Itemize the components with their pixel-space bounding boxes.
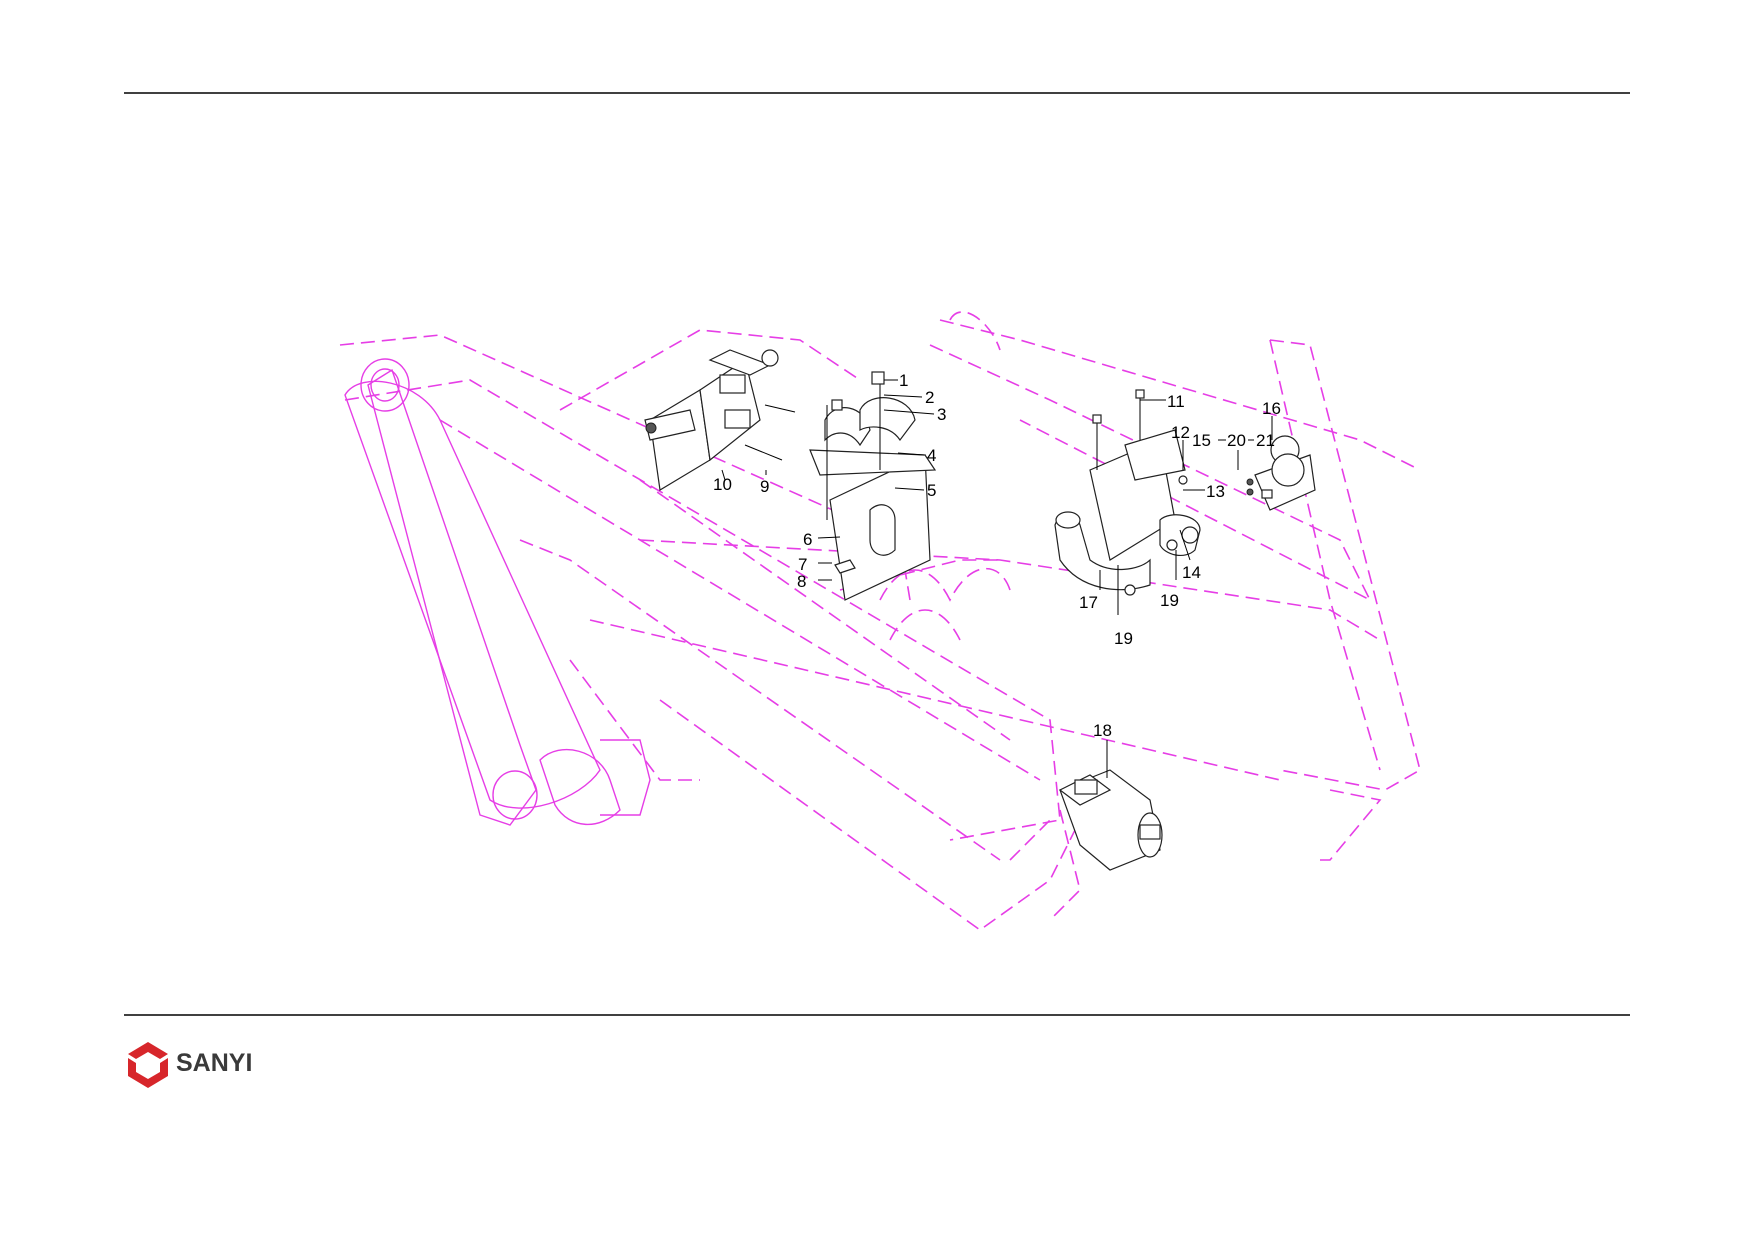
priority-valve-accumulator (1246, 435, 1316, 511)
callout-14: 14 (1182, 563, 1201, 582)
callout-18: 18 (1093, 721, 1112, 740)
callout-9: 9 (760, 477, 769, 496)
callout-20: 20 (1227, 431, 1246, 450)
callout-3: 3 (937, 405, 946, 424)
callout-5: 5 (927, 481, 936, 500)
brand-name: SANYI (176, 1049, 252, 1077)
valve-mounting-bracket (809, 371, 937, 601)
callout-10: 10 (713, 475, 732, 494)
callout-11: 11 (1167, 392, 1185, 411)
callout-21: 21 (1256, 431, 1275, 450)
callout-4: 4 (927, 446, 936, 465)
callout-13: 13 (1206, 482, 1225, 501)
machine-frame-outline (339, 311, 1421, 931)
callout-19-right: 19 (1160, 591, 1179, 610)
callout-7: 7 (798, 555, 807, 574)
callout-15: 15 (1192, 431, 1211, 450)
control-valve-block (644, 349, 796, 491)
callout-2: 2 (925, 388, 934, 407)
callout-19-bottom: 19 (1114, 629, 1133, 648)
callout-8: 8 (797, 572, 806, 591)
callout-1: 1 (899, 371, 908, 390)
callout-labels: 1 2 3 4 5 6 7 8 9 10 11 12 13 14 15 16 1… (713, 371, 1281, 740)
sanyi-logo-icon (128, 1042, 168, 1088)
callout-6: 6 (803, 530, 812, 549)
hydraulic-pump (1058, 769, 1163, 871)
callout-12: 12 (1171, 423, 1190, 442)
callout-leaders (721, 379, 1273, 778)
callout-17: 17 (1079, 593, 1098, 612)
steering-unit (1054, 389, 1201, 596)
callout-16: 16 (1262, 399, 1281, 418)
